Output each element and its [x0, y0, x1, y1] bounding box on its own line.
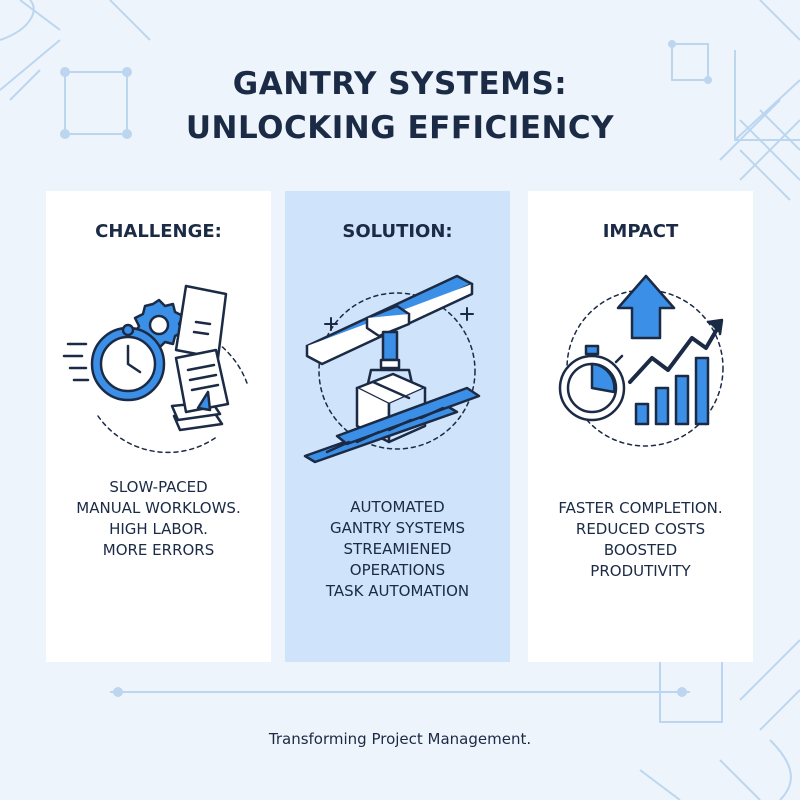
- challenge-card: CHALLENGE: SLOW-PACED MANUAL WORK: [46, 191, 271, 662]
- clock-gear-documents-icon: [62, 284, 249, 454]
- footer-tagline: Transforming Project Management.: [268, 730, 532, 748]
- challenge-line-1: SLOW-PACED: [109, 478, 208, 496]
- solution-description: AUTOMATED GANTRY SYSTEMS STREAMIENED OPE…: [285, 497, 510, 602]
- title-line-2: UNLOCKING EFFICIENCY: [185, 110, 615, 146]
- solution-line-3: STREAMIENED: [343, 540, 452, 558]
- page-title: GANTRY SYSTEMS: UNLOCKING EFFICIENCY: [0, 62, 800, 150]
- challenge-line-4: MORE ERRORS: [102, 541, 215, 559]
- stopwatch-growth-chart-icon: [558, 274, 724, 447]
- solution-card: SOLUTION:: [285, 191, 510, 662]
- challenge-description: SLOW-PACED MANUAL WORKLOWS. HIGH LABOR. …: [46, 477, 271, 561]
- gantry-crane-box-icon: [303, 274, 481, 464]
- impact-line-2: REDUCED COSTS: [575, 520, 706, 538]
- challenge-line-2: MANUAL WORKLOWS.: [76, 499, 241, 517]
- challenge-heading: CHALLENGE:: [95, 221, 222, 242]
- solution-line-5: TASK AUTOMATION: [325, 582, 470, 600]
- challenge-line-3: HIGH LABOR.: [109, 520, 208, 538]
- solution-line-4: OPERATIONS: [349, 561, 446, 579]
- impact-card: IMPACT FASTER COMPLETION. REDUCED COSTS …: [528, 191, 753, 662]
- impact-line-4: PRODUTIVITY: [590, 562, 691, 580]
- solution-line-1: AUTOMATED: [350, 498, 445, 516]
- impact-line-3: BOOSTED: [603, 541, 678, 559]
- solution-heading: SOLUTION:: [342, 221, 453, 242]
- impact-line-1: FASTER COMPLETION.: [558, 499, 723, 517]
- solution-line-2: GANTRY SYSTEMS: [330, 519, 465, 537]
- title-line-1: GANTRY SYSTEMS:: [232, 66, 568, 102]
- impact-description: FASTER COMPLETION. REDUCED COSTS BOOSTED…: [528, 498, 753, 582]
- impact-heading: IMPACT: [602, 221, 679, 242]
